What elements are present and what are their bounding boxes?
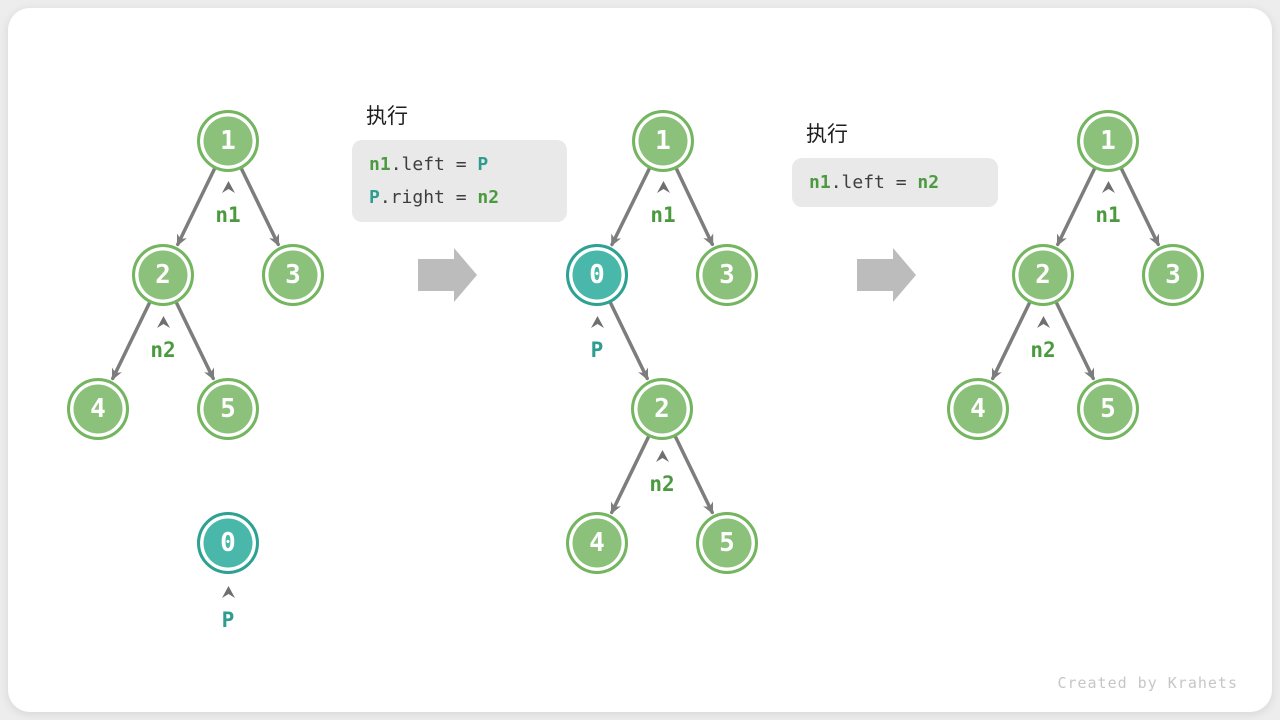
- node-value: 1: [655, 126, 671, 156]
- tree2-node-2: 2: [631, 378, 693, 440]
- code-token: P: [477, 154, 489, 175]
- code-token: n2: [917, 172, 940, 193]
- tree1-pointer-p: P: [221, 608, 235, 632]
- node-value: 2: [1035, 260, 1051, 290]
- code-token: P: [369, 187, 380, 208]
- code-line-1: n1.left = n2: [809, 166, 981, 199]
- exec-title-1: 执行: [366, 105, 408, 128]
- tree1-pointer-n2: n2: [150, 338, 176, 362]
- code-token: .right =: [379, 187, 478, 208]
- code-token: n2: [477, 187, 500, 208]
- node-value: 5: [220, 394, 236, 424]
- node-value: 2: [654, 394, 670, 424]
- tree1-node-1: 1: [197, 110, 259, 172]
- tree3-node-3: 3: [1142, 244, 1204, 306]
- node-value: 4: [589, 528, 605, 558]
- node-value: 4: [970, 394, 986, 424]
- tree3-node-5: 5: [1077, 378, 1139, 440]
- tree2-node-5: 5: [696, 512, 758, 574]
- node-value: 3: [285, 260, 301, 290]
- tree3-node-1: 1: [1077, 110, 1139, 172]
- code-token: .left =: [830, 172, 918, 193]
- tree2-node-3: 3: [696, 244, 758, 306]
- exec-title-2: 执行: [806, 123, 848, 146]
- pointer-caret-icon: [591, 315, 604, 328]
- pointer-caret-icon: [222, 180, 235, 193]
- code-line-2: P.right = n2: [369, 181, 550, 214]
- tree1-node-5: 5: [197, 378, 259, 440]
- tree1-node-2: 2: [132, 244, 194, 306]
- transform-arrow-icon: [418, 248, 478, 302]
- node-value: 3: [1165, 260, 1181, 290]
- code-block-1: n1.left = P P.right = n2: [352, 140, 567, 222]
- tree1-node-3: 3: [262, 244, 324, 306]
- tree2-pointer-n2: n2: [649, 472, 675, 496]
- tree2-node-1: 1: [632, 110, 694, 172]
- node-value: 5: [719, 528, 735, 558]
- tree3-node-4: 4: [947, 378, 1009, 440]
- node-value: 1: [220, 126, 236, 156]
- node-value: 2: [155, 260, 171, 290]
- pointer-caret-icon: [656, 449, 669, 462]
- tree2-pointer-n1: n1: [650, 203, 676, 227]
- tree1-pointer-n1: n1: [215, 203, 241, 227]
- code-token: n1: [369, 154, 391, 175]
- node-value: 3: [719, 260, 735, 290]
- pointer-caret-icon: [157, 315, 170, 328]
- watermark-credit: Created by Krahets: [1057, 674, 1238, 692]
- tree3-pointer-n1: n1: [1095, 203, 1121, 227]
- code-block-2: n1.left = n2: [792, 158, 998, 207]
- node-value: 5: [1100, 394, 1116, 424]
- transform-arrow-icon: [857, 248, 917, 302]
- node-value: 1: [1100, 126, 1116, 156]
- tree3-node-2: 2: [1012, 244, 1074, 306]
- node-value: 4: [90, 394, 106, 424]
- pointer-caret-icon: [222, 585, 235, 598]
- node-value: 0: [589, 260, 605, 290]
- tree2-pointer-p: P: [590, 338, 604, 362]
- node-value: 0: [220, 528, 236, 558]
- code-token: n1: [809, 172, 831, 193]
- code-line-1: n1.left = P: [369, 148, 550, 181]
- tree1-node-0-p: 0: [197, 512, 259, 574]
- code-token: .left =: [390, 154, 478, 175]
- pointer-caret-icon: [1037, 315, 1050, 328]
- pointer-caret-icon: [1102, 180, 1115, 193]
- tree1-node-4: 4: [67, 378, 129, 440]
- pointer-caret-icon: [657, 180, 670, 193]
- tree2-node-4: 4: [566, 512, 628, 574]
- tree2-node-0-p: 0: [566, 244, 628, 306]
- tree3-pointer-n2: n2: [1030, 338, 1056, 362]
